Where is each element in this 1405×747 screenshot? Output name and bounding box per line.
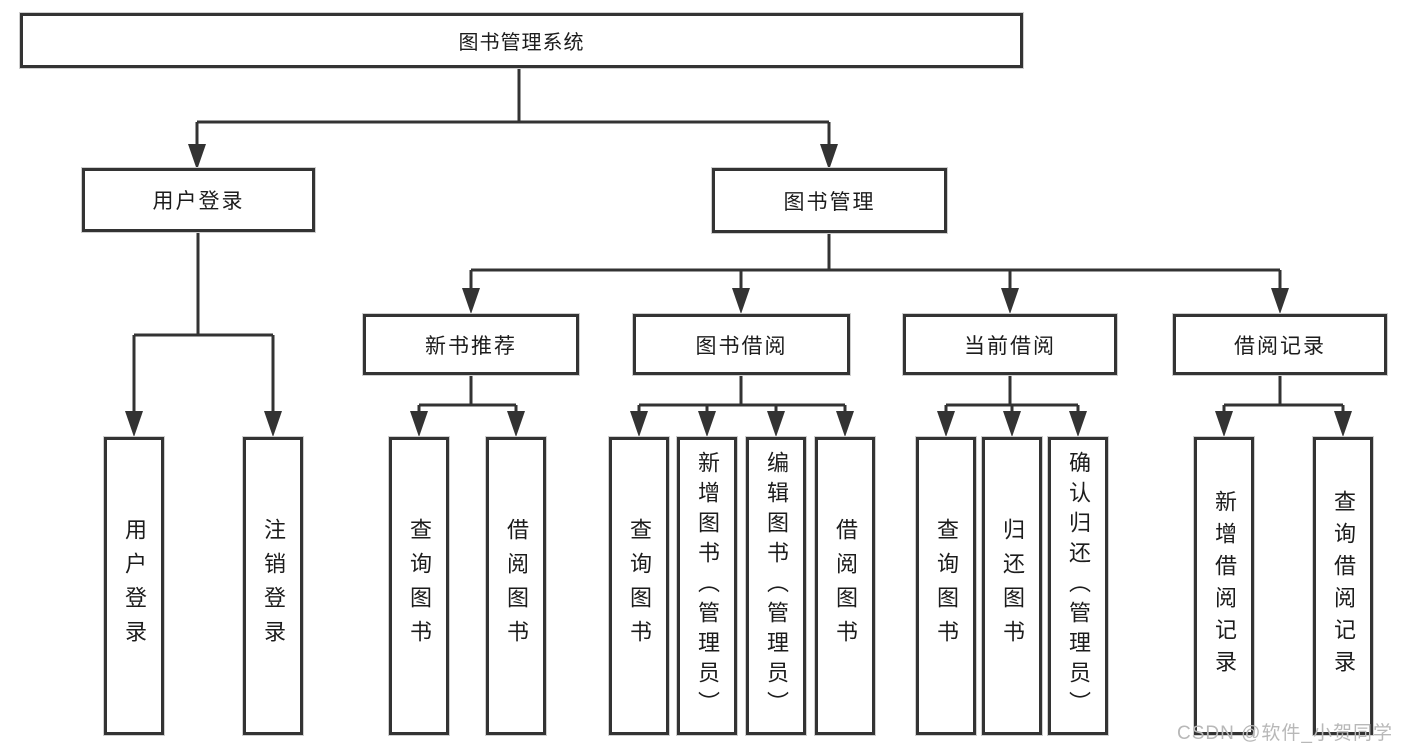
node-user-login-label: 用户登录	[152, 190, 245, 213]
node-library-system-label: 图书管理系统	[458, 32, 585, 54]
node-new-book-recommend-label: 新书推荐	[425, 334, 517, 358]
watermark: CSDN @软件_小贺同学	[1177, 723, 1393, 744]
node-borrowing-records: 借阅记录	[1173, 314, 1387, 375]
node-book-borrowing-label: 图书借阅	[695, 334, 788, 358]
leaf-bb-query-books-label: 查询图书	[627, 518, 652, 654]
leaf-cb-return-books-label: 归还图书	[1000, 518, 1025, 654]
node-book-management: 图书管理	[712, 168, 947, 233]
node-new-book-recommend: 新书推荐	[363, 314, 579, 375]
connector-current-borrowing-to-leaves	[937, 375, 1087, 437]
node-book-borrowing: 图书借阅	[633, 314, 850, 375]
leaf-cb-query-books-label: 查询图书	[934, 518, 959, 654]
leaf-user-login-label: 用户登录	[122, 518, 147, 654]
connector-book-borrowing-to-leaves	[630, 375, 854, 437]
node-borrowing-records-label: 借阅记录	[1234, 334, 1326, 358]
leaf-logout: 注销登录	[243, 437, 303, 735]
leaf-bb-add-books-admin-label: 新增图书（管理员）	[695, 451, 720, 721]
leaf-cb-query-books: 查询图书	[916, 437, 976, 735]
node-book-management-label: 图书管理	[783, 190, 876, 214]
leaf-bb-edit-books-admin-label: 编辑图书（管理员）	[764, 451, 789, 721]
leaf-bb-query-books: 查询图书	[609, 437, 669, 735]
leaf-logout-label: 注销登录	[261, 518, 286, 654]
leaf-nb-query-books: 查询图书	[389, 437, 449, 735]
connector-new-book-recommend-to-leaves	[410, 375, 525, 437]
leaf-bb-edit-books-admin: 编辑图书（管理员）	[746, 437, 806, 735]
node-user-login: 用户登录	[82, 168, 315, 232]
leaf-bb-borrow-books: 借阅图书	[815, 437, 875, 735]
leaf-cb-confirm-return-admin-label: 确认归还（管理员）	[1066, 451, 1091, 721]
leaf-nb-borrow-books: 借阅图书	[486, 437, 546, 735]
leaf-nb-query-books-label: 查询图书	[407, 518, 432, 654]
leaf-br-add-record: 新增借阅记录	[1194, 437, 1254, 735]
leaf-cb-confirm-return-admin: 确认归还（管理员）	[1048, 437, 1108, 735]
leaf-user-login: 用户登录	[104, 437, 164, 735]
connector-root-to-level2	[188, 68, 838, 170]
leaf-br-query-record: 查询借阅记录	[1313, 437, 1373, 735]
connector-book-management-to-level3	[462, 233, 1289, 314]
leaf-br-query-record-label: 查询借阅记录	[1331, 490, 1356, 682]
leaf-bb-add-books-admin: 新增图书（管理员）	[677, 437, 737, 735]
connector-user-login-to-leaves	[125, 232, 282, 437]
node-current-borrowing-label: 当前借阅	[964, 334, 1056, 358]
leaf-bb-borrow-books-label: 借阅图书	[833, 518, 858, 654]
node-current-borrowing: 当前借阅	[903, 314, 1117, 375]
leaf-cb-return-books: 归还图书	[982, 437, 1042, 735]
node-library-system: 图书管理系统	[20, 13, 1023, 68]
leaf-nb-borrow-books-label: 借阅图书	[504, 518, 529, 654]
connector-borrowing-records-to-leaves	[1215, 375, 1352, 437]
leaf-br-add-record-label: 新增借阅记录	[1212, 490, 1237, 682]
